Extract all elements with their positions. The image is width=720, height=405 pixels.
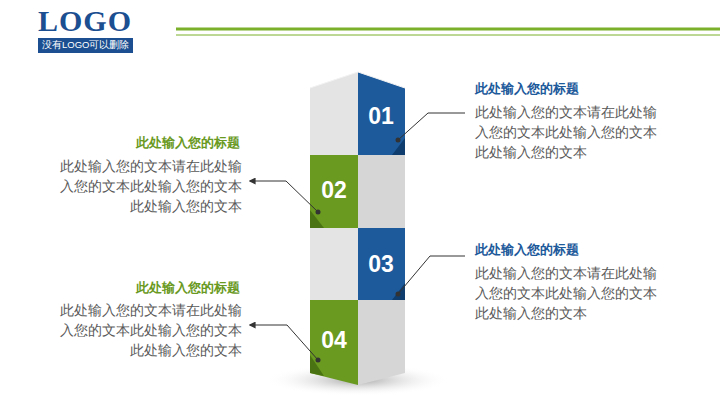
number-face: 04 [318,325,350,356]
header-rule [176,35,720,36]
item-title: 此处输入您的标题 [136,134,240,152]
face-fold [392,138,405,155]
leader-dot [396,292,401,297]
leader-line [250,181,318,212]
cube-face [358,300,405,385]
callout-number: 04 [321,327,347,354]
number-face: 03 [365,249,397,280]
column-edge [310,72,405,88]
logo-caption: 没有LOGO可以删除 [38,38,133,53]
cube-face [310,300,358,385]
leader-line [398,113,465,140]
leader-line [398,256,465,294]
callout-number: 03 [368,251,394,278]
cube-face [358,72,405,155]
leader-dot [396,138,401,143]
item-title: 此处输入您的标题 [475,241,579,259]
cube-face [310,228,358,300]
callout-number: 01 [368,103,394,130]
leader-dot [316,358,321,363]
callout-number: 02 [321,177,347,204]
number-face: 02 [318,175,350,206]
face-fold [310,210,324,228]
number-face: 01 [365,101,397,132]
face-fold [310,355,324,376]
item-body: 此处输入您的文本请在此处输 入您的文本此处输入您的文本 此处输入您的文本 [52,300,242,360]
item-body: 此处输入您的文本请在此处输 入您的文本此处输入您的文本 此处输入您的文本 [52,156,242,216]
leader-line [250,325,318,360]
logo-text: LOGO [38,4,132,38]
item-body: 此处输入您的文本请在此处输 入您的文本此处输入您的文本 此处输入您的文本 [475,102,665,162]
item-body: 此处输入您的文本请在此处输 入您的文本此处输入您的文本 此处输入您的文本 [475,263,665,323]
cube-face [310,72,358,155]
item-title: 此处输入您的标题 [136,279,240,297]
header-rule [176,28,720,31]
cube-face [358,155,405,228]
item-title: 此处输入您的标题 [475,80,579,98]
cube-face [310,155,358,228]
cube-face [358,228,405,300]
leader-dot [316,210,321,215]
face-fold [392,283,405,300]
